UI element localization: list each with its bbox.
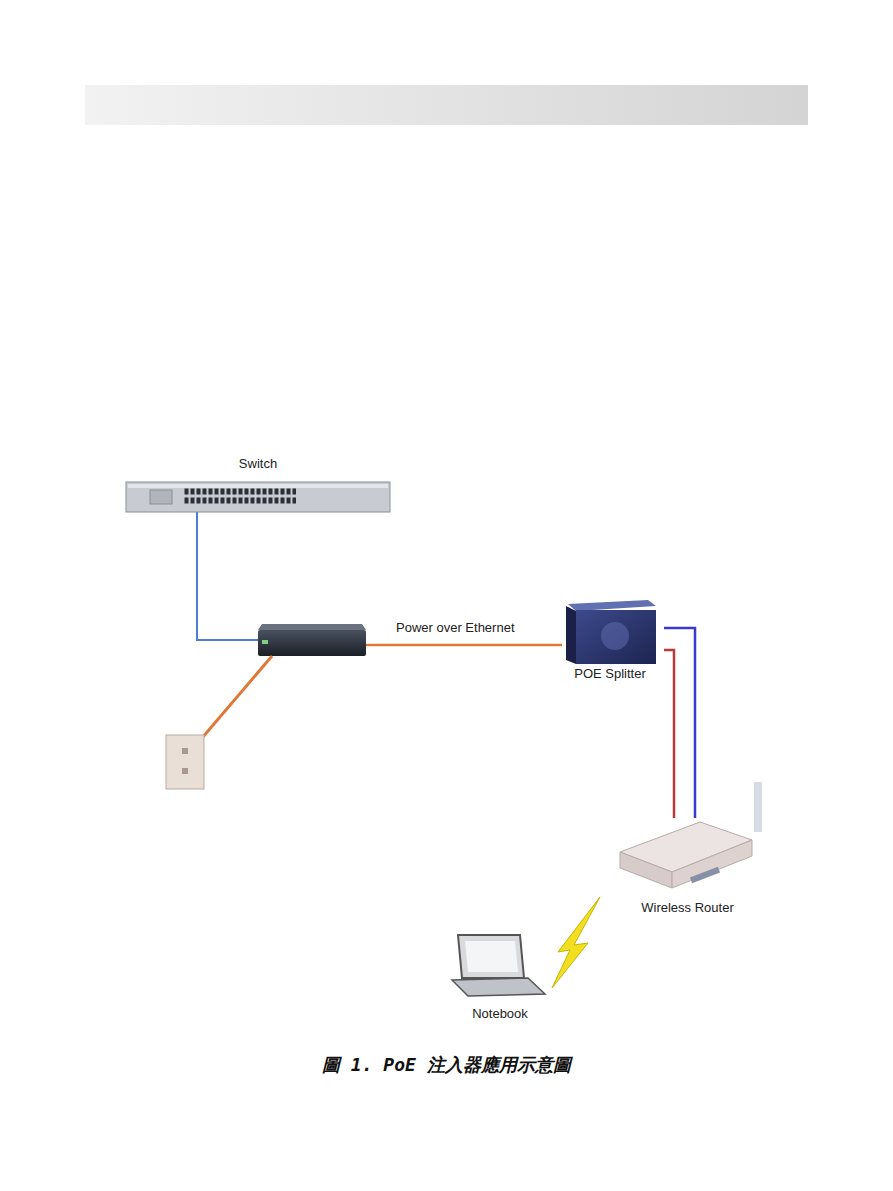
poe-splitter — [566, 600, 656, 664]
router-device: Wireless Router — [615, 818, 760, 916]
power-cord — [202, 656, 272, 738]
wireless-signal — [552, 897, 600, 988]
splitter-device: POE Splitter — [556, 598, 664, 682]
switch-device — [126, 482, 390, 512]
poe-cable — [366, 644, 562, 647]
switch-device: Switch — [126, 457, 390, 514]
wall-outlet — [166, 735, 204, 789]
power-data-cable — [664, 628, 695, 818]
device-label: Switch — [239, 457, 277, 472]
network-cable — [197, 512, 258, 640]
device-label: Notebook — [472, 1007, 528, 1022]
figure-caption: 圖 1. PoE 注入器應用示意圖 — [322, 1053, 571, 1077]
device-label: Wireless Router — [641, 901, 733, 916]
device-label: POE Splitter — [574, 667, 646, 682]
wireless-router — [620, 782, 762, 888]
notebook — [452, 935, 545, 996]
notebook-device: Notebook — [440, 928, 560, 1022]
poe-injector — [258, 624, 366, 656]
header-bar — [85, 85, 808, 125]
power-data-cable — [664, 650, 674, 818]
cable-label: Power over Ethernet — [396, 620, 515, 635]
